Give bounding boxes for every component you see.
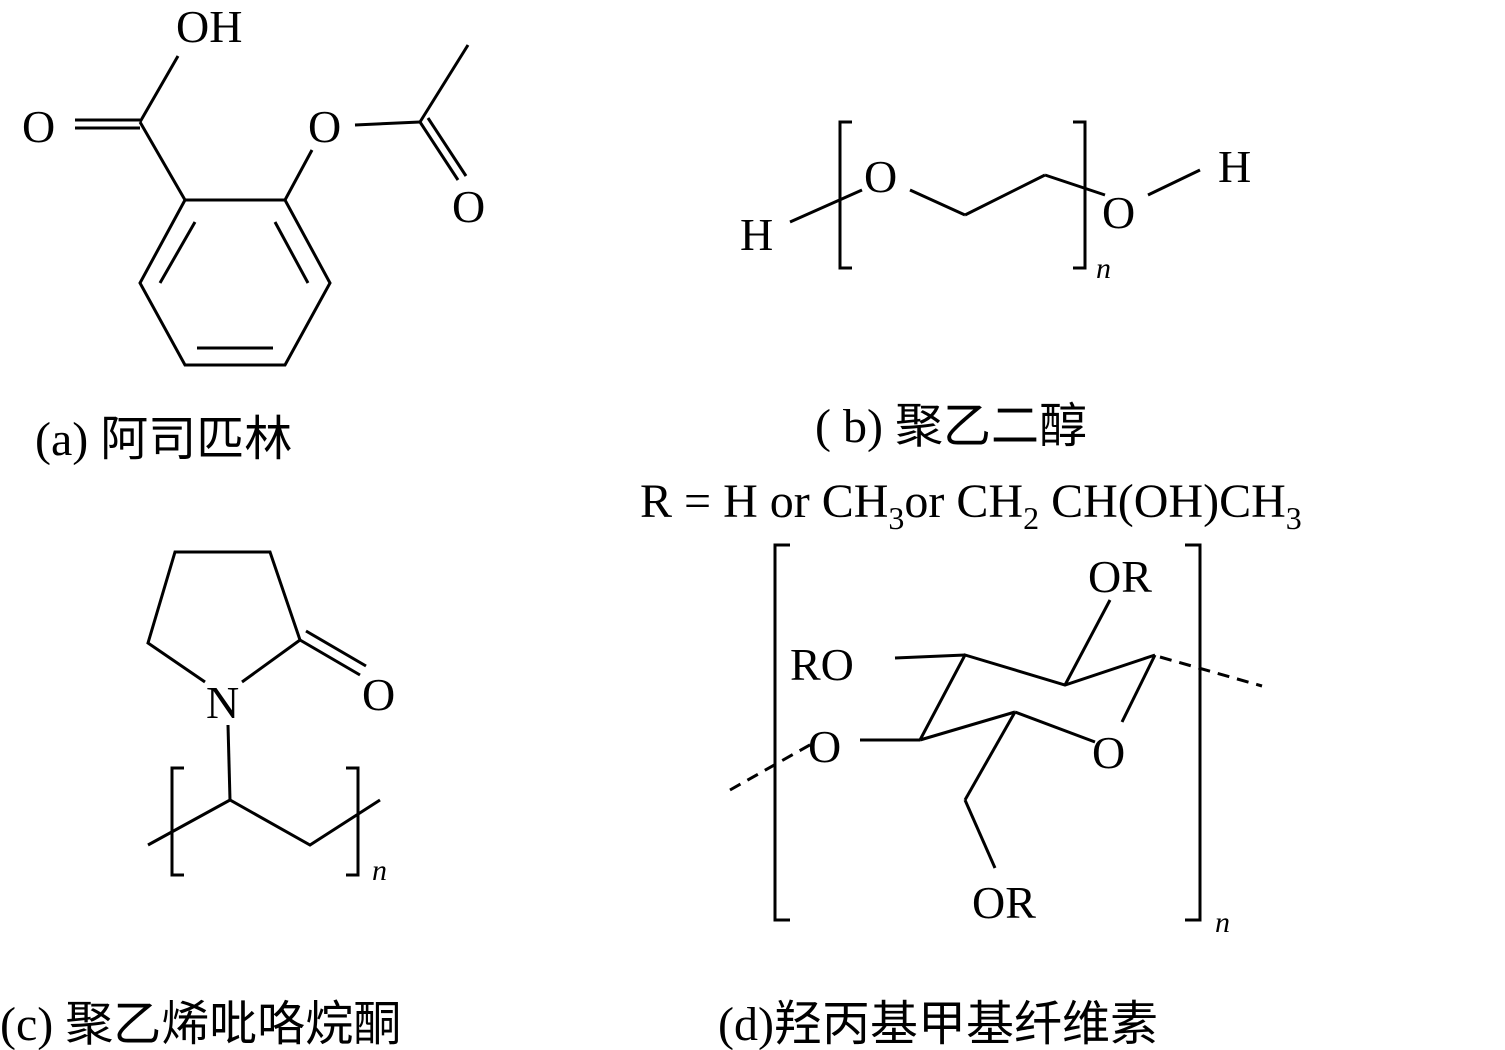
atom-h-right: H [1218, 141, 1251, 192]
peg-structure: H O O H n [740, 120, 1251, 285]
hpmc-structure: OR RO O O OR n [729, 543, 1263, 939]
atom-o: O [362, 669, 395, 720]
caption-b: ( b) 聚乙二醇 [815, 400, 1087, 453]
atom-o-ester: O [308, 101, 341, 152]
pvp-structure: N O n [146, 550, 395, 887]
repeat-n-b: n [1096, 252, 1111, 285]
atom-n: N [206, 677, 239, 728]
repeat-n-c: n [372, 854, 387, 887]
caption-d: (d)羟丙基甲基纤维素 [718, 998, 1158, 1050]
atom-o2: O [1102, 187, 1135, 238]
atom-oh: OH [176, 1, 242, 52]
atom-o-carbonyl: O [22, 101, 55, 152]
aspirin-structure: OH O O O [22, 1, 485, 367]
atom-h-left: H [740, 209, 773, 260]
atom-o-ring: O [1092, 727, 1125, 778]
caption-c: (c) 聚乙烯吡咯烷酮 [0, 998, 401, 1050]
atom-or-bottom: OR [972, 877, 1036, 928]
atom-o-acetyl: O [452, 181, 485, 232]
r-definition: R = H or CH3or CH2 CH(OH)CH3 [640, 475, 1302, 536]
atom-ro-left: RO [790, 639, 854, 690]
atom-o-left: O [808, 721, 841, 772]
atom-o1: O [864, 151, 897, 202]
repeat-n-d: n [1215, 906, 1230, 939]
atom-or-top: OR [1088, 551, 1152, 602]
caption-a: (a) 阿司匹林 [35, 413, 292, 466]
